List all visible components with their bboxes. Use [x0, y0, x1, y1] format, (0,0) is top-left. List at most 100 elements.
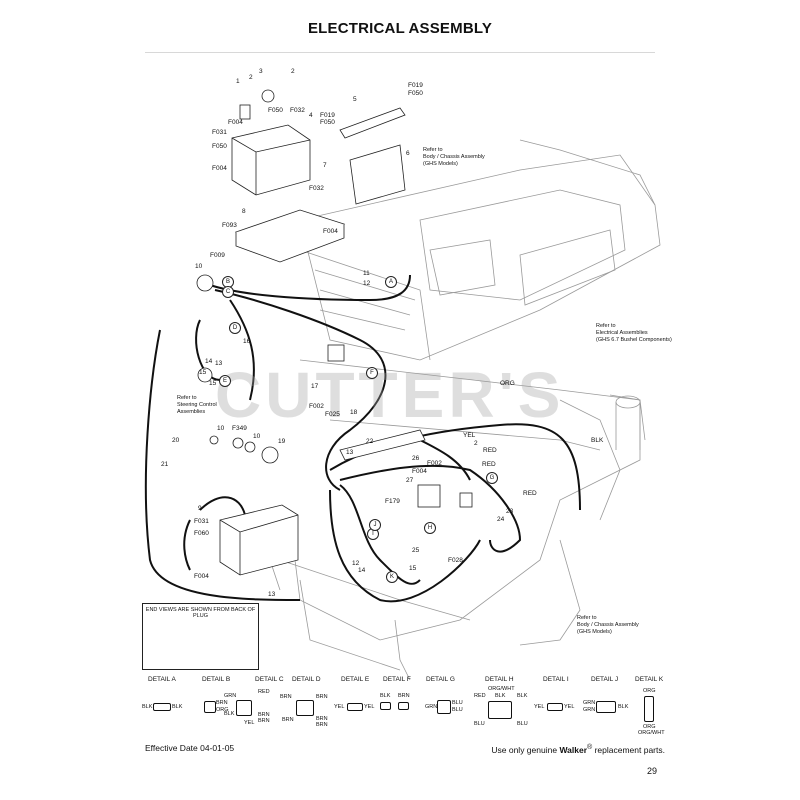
reference-note-line: Electrical Assemblies	[596, 329, 648, 336]
detail-wire-color: GRN	[425, 704, 438, 710]
fastener-label: F032	[290, 107, 305, 114]
part-number-label: 16	[243, 338, 251, 345]
fastener-label: F179	[385, 498, 400, 505]
part-number-label: 17	[311, 383, 319, 390]
genuine-suffix: replacement parts.	[594, 744, 665, 755]
battery-group	[231, 89, 406, 263]
part-number-label: 9	[198, 505, 202, 512]
detail-wire-color: GRN	[224, 693, 237, 699]
fastener-label: F050	[320, 119, 335, 126]
part-number-label: 27	[406, 477, 414, 484]
brand-name: Walker	[559, 744, 587, 755]
fastener-label: F009	[210, 252, 225, 259]
detail-callout: D	[229, 322, 241, 334]
end-views-inset: END VIEWS ARE SHOWN FROM BACK OF PLUG	[142, 603, 259, 670]
part-number-label: 14	[205, 358, 213, 365]
fastener-label: F031	[212, 129, 227, 136]
detail-wire-color: ORG/WHT	[638, 730, 665, 736]
part-number-label: 8	[242, 208, 246, 215]
connector-plug-icon	[380, 702, 391, 710]
part-number-label: 15	[199, 369, 207, 376]
detail-wire-color: YEL	[364, 704, 375, 710]
fastener-label: F004	[212, 165, 227, 172]
part-number-label: 10	[217, 425, 225, 432]
reference-note-line: (GHS Models)	[577, 628, 612, 635]
part-number-label: 10	[253, 433, 261, 440]
detail-heading: DETAIL E	[341, 676, 370, 683]
detail-wire-color: BRN	[282, 717, 294, 723]
wire-color-label: YEL	[463, 432, 476, 439]
connector-plug-icon	[204, 701, 216, 713]
part-number-label: 12	[363, 280, 371, 287]
part-number-label: 18	[350, 409, 358, 416]
detail-wire-color: BRN	[216, 700, 228, 706]
components	[196, 274, 473, 576]
reference-note-line: Steering Control	[177, 401, 217, 408]
part-number-label: 24	[497, 516, 505, 523]
part-number-label: 13	[215, 360, 223, 367]
part-number-label: 15	[409, 565, 417, 572]
detail-heading: DETAIL K	[635, 676, 664, 683]
part-number-label: 25	[412, 547, 420, 554]
genuine-parts-note: Use only genuine Walker® replacement par…	[491, 743, 665, 755]
part-number-label: 4	[309, 112, 313, 119]
connector-plug-icon	[398, 702, 409, 710]
title-rule	[145, 52, 655, 53]
wire-color-label: RED	[523, 490, 537, 497]
detail-callout: F	[366, 367, 378, 379]
detail-wire-color: RED	[258, 689, 270, 695]
wire-color-label: RED	[483, 447, 497, 454]
part-number-label: 21	[161, 461, 169, 468]
reference-note-line: Body / Chassis Assembly	[423, 153, 485, 160]
detail-wire-color: BLU	[452, 700, 463, 706]
part-number-label: 1	[236, 78, 240, 85]
detail-wire-color: BLU	[452, 707, 463, 713]
page-number: 29	[646, 766, 657, 776]
fastener-label: F060	[194, 530, 209, 537]
part-number-label: 3	[259, 68, 263, 75]
detail-heading: DETAIL B	[202, 676, 231, 683]
fastener-label: F019	[408, 82, 423, 89]
part-number-label: 10	[195, 263, 203, 270]
reference-note-line: Assemblies	[177, 408, 206, 415]
wiring-harness	[144, 274, 581, 603]
part-number-label: 13	[268, 591, 276, 598]
detail-heading: DETAIL F	[383, 676, 411, 683]
detail-wire-color: ORG	[216, 707, 229, 713]
detail-wire-color: BRN	[258, 712, 270, 718]
connector-plug-icon	[547, 703, 563, 711]
detail-heading: DETAIL G	[426, 676, 455, 683]
detail-wire-color: BRN	[316, 722, 328, 728]
detail-wire-color: YEL	[534, 704, 545, 710]
fastener-label: F050	[268, 107, 283, 114]
connector-plug-icon	[644, 696, 654, 722]
watermark: CUTTER'S	[215, 359, 565, 431]
detail-callout: H	[424, 522, 436, 534]
page-title: ELECTRICAL ASSEMBLY	[307, 20, 493, 37]
wire-color-label: ORG	[500, 380, 515, 387]
detail-wire-color: ORG/WHT	[488, 686, 515, 692]
detail-callout: J	[369, 519, 381, 531]
connector-plug-icon	[437, 700, 451, 714]
detail-heading: DETAIL C	[255, 676, 284, 683]
detail-wire-color: BLU	[517, 721, 528, 727]
connector-plug-icon	[153, 703, 171, 711]
detail-wire-color: ORG	[643, 688, 656, 694]
reference-note-line: Refer to	[423, 147, 443, 153]
connector-plug-icon	[596, 701, 616, 713]
detail-wire-color: RED	[474, 693, 486, 699]
fastener-label: F093	[222, 222, 237, 229]
connector-plug-icon	[296, 700, 314, 716]
effective-date: Effective Date 04-01-05	[145, 743, 235, 753]
part-number-label: 15	[209, 380, 217, 387]
detail-callout: K	[386, 571, 398, 583]
fastener-label: F002	[309, 403, 324, 410]
part-number-label: 2	[249, 74, 253, 81]
detail-wire-color: BRN	[398, 693, 410, 699]
detail-callout: G	[486, 472, 498, 484]
fastener-label: F004	[194, 573, 209, 580]
fastener-label: F004	[228, 119, 243, 126]
